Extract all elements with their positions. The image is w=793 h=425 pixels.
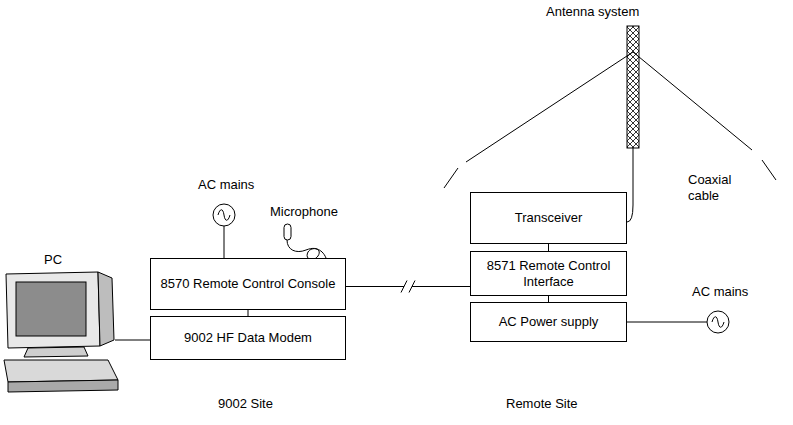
box-label: AC Power supply (499, 314, 599, 330)
equipment-box: AC Power supply (470, 302, 627, 342)
coaxial-cable (627, 148, 633, 222)
annotation-label: Remote Site (506, 396, 578, 412)
box-label: Transceiver (515, 210, 582, 226)
box-label: 8571 Remote Control Interface (479, 258, 618, 290)
box-label: 8570 Remote Control Console (161, 276, 336, 292)
equipment-box: 9002 HF Data Modem (150, 316, 346, 360)
annotation-label: Coaxial cable (688, 172, 750, 204)
annotation-label: 9002 Site (218, 396, 273, 412)
pc-illustration (4, 272, 150, 392)
connector-line (548, 244, 549, 251)
microphone-symbol (284, 224, 326, 259)
break-mark (409, 281, 415, 293)
annotation-label: Antenna system (546, 4, 639, 20)
annotation-label: AC mains (198, 177, 254, 193)
annotation-label: AC mains (692, 284, 748, 300)
equipment-box: 8571 Remote Control Interface (470, 251, 627, 296)
box-label: 9002 HF Data Modem (184, 330, 312, 346)
annotation-label: Microphone (270, 204, 338, 220)
ac-mains-symbol (213, 204, 235, 258)
annotation-label: PC (44, 252, 62, 268)
antenna-system (444, 26, 776, 188)
break-mark (401, 281, 407, 293)
equipment-box: 8570 Remote Control Console (150, 258, 346, 310)
equipment-box: Transceiver (470, 192, 627, 244)
ac-mains-symbol (626, 311, 729, 333)
